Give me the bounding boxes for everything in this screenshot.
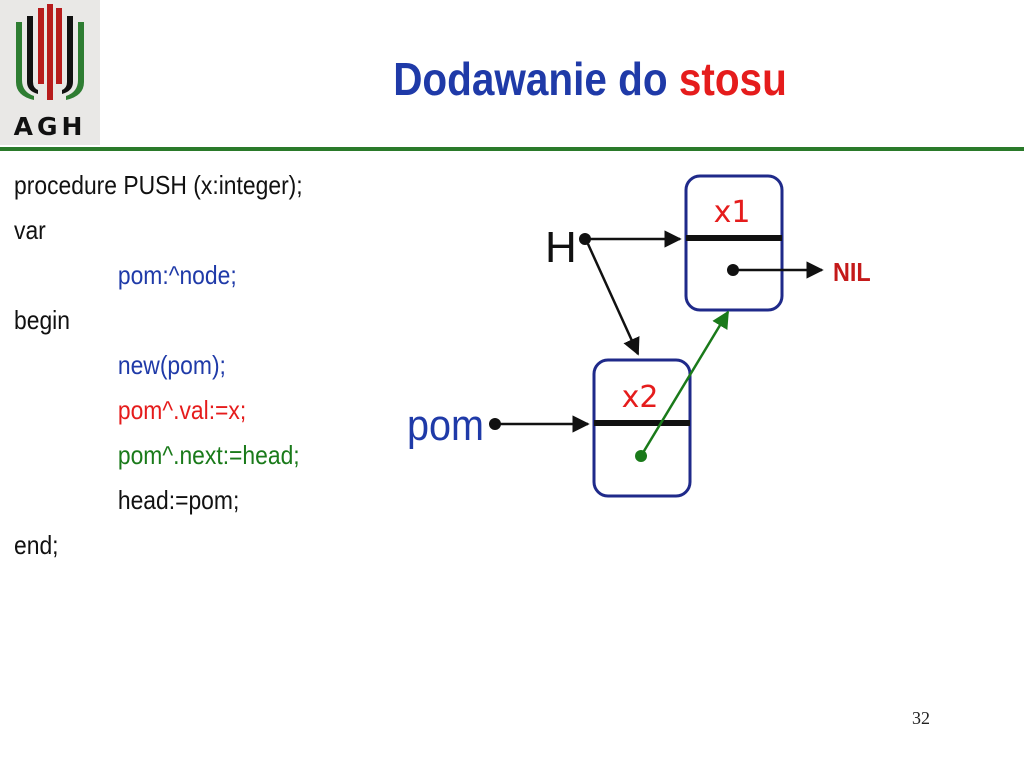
page-number: 32: [912, 708, 930, 728]
node1-box: [684, 174, 784, 312]
head-to-node2-arrow: [586, 243, 640, 356]
node1-value: x1: [714, 195, 751, 230]
agh-logo: AGH: [0, 0, 100, 145]
code-line: head:=pom;: [117, 485, 240, 515]
code-line: begin: [14, 305, 70, 335]
node2-box: [592, 358, 692, 498]
code-line: var: [14, 215, 46, 245]
code-line: pom^.next:=head;: [117, 440, 300, 470]
node2-value: x2: [622, 380, 659, 415]
code-line: end;: [14, 530, 59, 560]
code-line: procedure PUSH (x:integer);: [14, 170, 303, 200]
header-divider: [0, 147, 1024, 151]
code-line: pom:^node;: [117, 260, 237, 290]
node2-next-arrow: [639, 310, 730, 457]
slide-title: Dodawanie do stosu: [212, 52, 969, 106]
pom-label: pom: [407, 400, 484, 449]
head-label: H: [545, 223, 577, 272]
title-main: Dodawanie do: [393, 53, 679, 105]
code-listing: procedure PUSH (x:integer); var pom:^node;…: [14, 163, 342, 568]
code-line: new(pom);: [117, 350, 226, 380]
title-accent: stosu: [678, 53, 787, 105]
logo-text: AGH: [13, 112, 87, 141]
agh-emblem-icon: [16, 4, 84, 100]
nil-label: NIL: [833, 259, 871, 287]
code-line: pom^.val:=x;: [117, 395, 247, 425]
